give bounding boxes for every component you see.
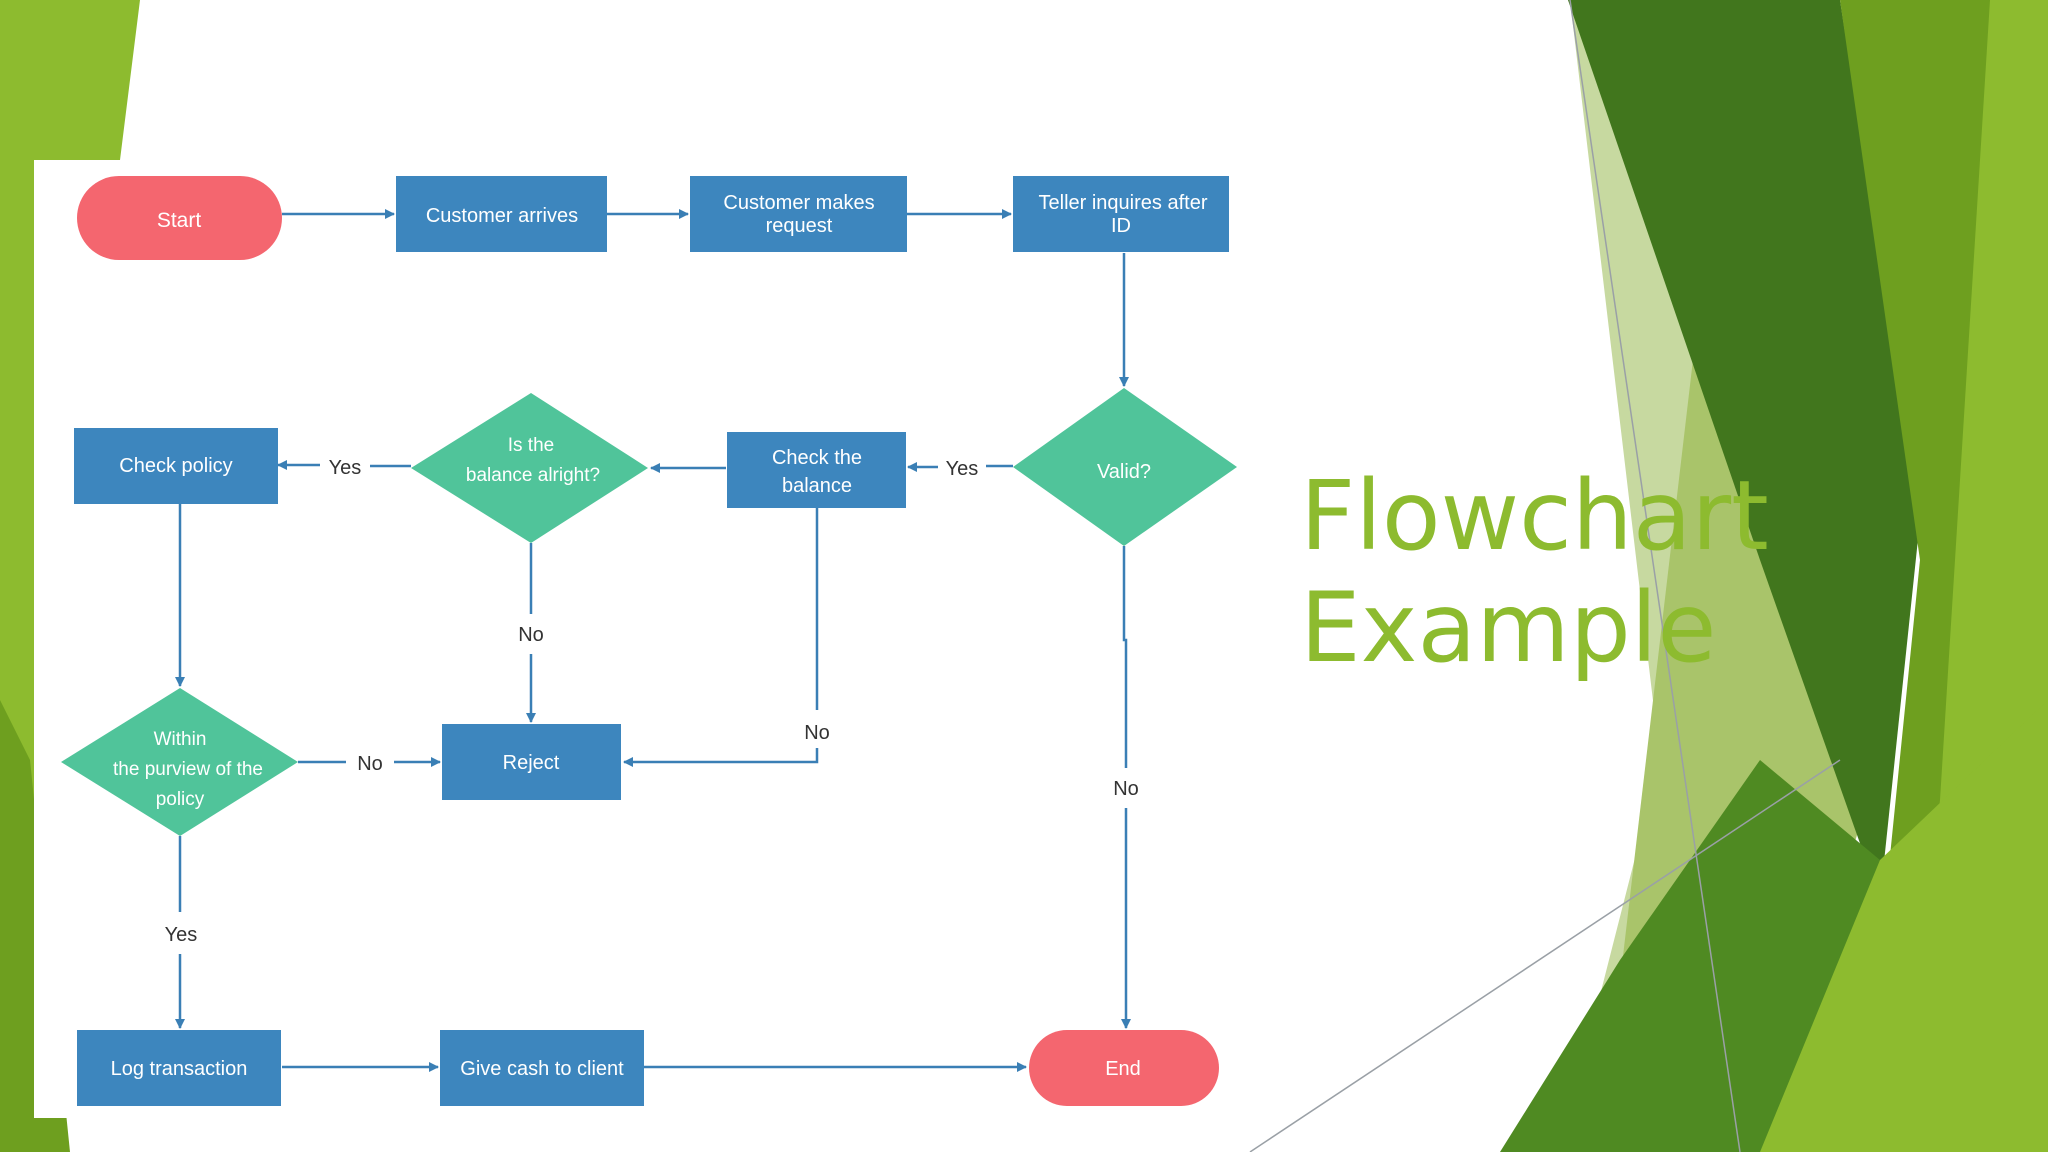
edge-valid-no-1: [1122, 546, 1128, 768]
node-log-transaction: Log transaction: [77, 1030, 281, 1106]
node-start-label: Start: [157, 209, 202, 232]
node-balance-ok-label-2: balance alright?: [466, 465, 600, 486]
node-purview-label-2: the purview of the: [113, 759, 263, 780]
connectors: [175, 209, 1131, 1072]
edge-label-valid-no: No: [1113, 778, 1139, 800]
node-balance-ok-label-1: Is the: [508, 435, 554, 456]
node-customer-request-label-2: request: [766, 215, 833, 237]
node-start: Start: [77, 176, 282, 260]
thin-diagonal-line-2: [1249, 759, 1841, 1152]
node-teller-inquires: Teller inquires after ID: [1013, 176, 1229, 252]
edge-labels: Yes Yes No No No Yes No: [165, 457, 1139, 946]
node-end-label: End: [1105, 1058, 1141, 1080]
node-customer-arrives: Customer arrives: [396, 176, 607, 252]
slide-title-line-1: Flowchart: [1300, 460, 1769, 572]
node-check-balance-label-2: balance: [782, 475, 852, 497]
node-end: End: [1029, 1030, 1219, 1106]
flowchart-panel: [34, 160, 1244, 1118]
node-teller-inquires-label-2: ID: [1111, 215, 1131, 237]
node-purview-label-3: policy: [156, 789, 205, 810]
node-purview-decision: Within the purview of the policy: [61, 688, 298, 836]
node-customer-request-label-1: Customer makes: [723, 192, 874, 214]
node-check-policy-label: Check policy: [119, 455, 232, 477]
node-log-transaction-label: Log transaction: [111, 1058, 248, 1080]
node-check-balance: Check the balance: [727, 432, 906, 508]
edge-check-balance-no-2: [623, 748, 819, 767]
node-check-policy: Check policy: [74, 428, 278, 504]
edge-label-balance-yes: Yes: [329, 457, 362, 479]
edge-label-balance-no: No: [518, 624, 544, 646]
edge-label-purview-no: No: [357, 753, 383, 775]
slide-title: Flowchart Example: [1300, 460, 1769, 684]
right-green-dark: [1568, 0, 1920, 900]
bottom-green-light: [1760, 700, 2048, 1152]
edge-label-purview-yes: Yes: [165, 924, 198, 946]
node-give-cash-label: Give cash to client: [460, 1058, 624, 1080]
node-check-balance-label-1: Check the: [772, 447, 862, 469]
node-reject-label: Reject: [503, 752, 560, 774]
node-customer-arrives-label: Customer arrives: [426, 205, 578, 227]
node-valid-label: Valid?: [1097, 461, 1151, 483]
node-balance-ok-decision: Is the balance alright?: [411, 393, 648, 543]
node-purview-label-1: Within: [154, 729, 207, 750]
node-reject: Reject: [442, 724, 621, 800]
node-valid-decision: Valid?: [1013, 388, 1237, 546]
edge-label-valid-yes: Yes: [946, 458, 979, 480]
node-give-cash: Give cash to client: [440, 1030, 644, 1106]
bottom-green-dark: [1500, 760, 1880, 1152]
slide-title-line-2: Example: [1300, 572, 1717, 684]
node-teller-inquires-label-1: Teller inquires after: [1039, 192, 1208, 214]
node-customer-request: Customer makes request: [690, 176, 907, 252]
thin-diagonal-line-1: [1569, 0, 1741, 1152]
edge-label-check-balance-no: No: [804, 722, 830, 744]
